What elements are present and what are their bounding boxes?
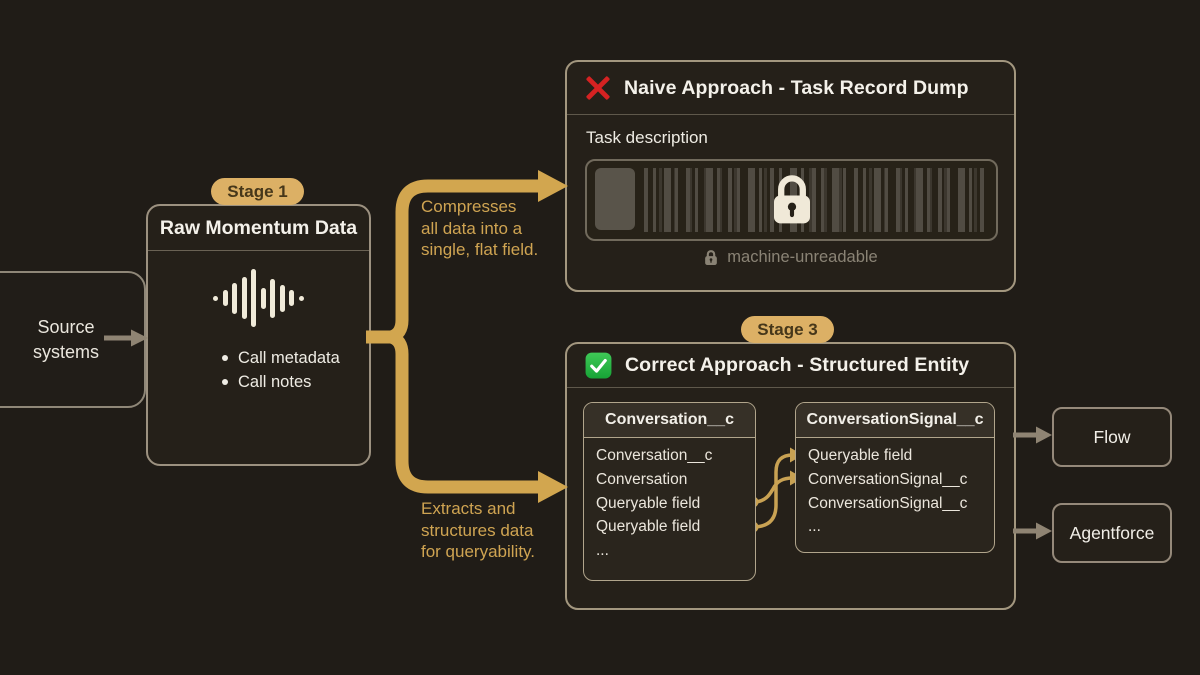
source-systems-label: Source systems bbox=[32, 316, 99, 362]
bullet-dot-icon bbox=[222, 379, 228, 385]
table-row: Conversation bbox=[596, 470, 688, 488]
conversation-signal-table-rows: Queryable field ConversationSignal__c Co… bbox=[796, 438, 994, 545]
green-check-icon bbox=[585, 352, 612, 379]
field-mapping-connectors bbox=[752, 453, 794, 529]
raw-momentum-box: Raw Momentum Data Call metadata Call not… bbox=[146, 204, 371, 466]
conversation-table-rows: Conversation__c Conversation Queryable f… bbox=[584, 438, 755, 569]
conversation-entity-table: Conversation__c Conversation__c Conversa… bbox=[583, 402, 756, 581]
table-row: Conversation__c bbox=[596, 447, 713, 464]
table-row: Queryable field bbox=[596, 518, 701, 536]
correct-approach-header: Correct Approach - Structured Entity bbox=[567, 344, 1014, 388]
table-row: ... bbox=[596, 542, 609, 560]
table-row: ConversationSignal__c bbox=[808, 494, 968, 512]
conversation-table-header: Conversation__c bbox=[584, 403, 755, 438]
flow-box: Flow bbox=[1052, 407, 1172, 467]
raw-momentum-title: Raw Momentum Data bbox=[148, 206, 369, 251]
table-row: Queryable field bbox=[596, 494, 701, 512]
naive-approach-title: Naive Approach - Task Record Dump bbox=[624, 76, 969, 99]
table-row: ... bbox=[808, 518, 821, 536]
gold-branch-arrowheads-icon bbox=[538, 170, 568, 503]
stage3-badge: Stage 3 bbox=[741, 316, 834, 343]
raw-data-bullet-list: Call metadata Call notes bbox=[222, 346, 340, 394]
machine-unreadable-caption: machine-unreadable bbox=[567, 248, 1014, 267]
source-to-stage1-arrow-icon bbox=[104, 329, 148, 347]
correct-approach-title: Correct Approach - Structured Entity bbox=[625, 354, 970, 376]
table-row: Queryable field bbox=[808, 447, 913, 464]
flow-label: Flow bbox=[1093, 426, 1131, 447]
naive-approach-box: Naive Approach - Task Record Dump Task d… bbox=[565, 60, 1016, 292]
table-row: ConversationSignal__c bbox=[808, 470, 968, 488]
branch-top-label: Compresses all data into a single, flat … bbox=[421, 197, 539, 259]
stage3-to-flow-arrow-icon bbox=[1013, 426, 1052, 444]
gold-branch-connector bbox=[366, 179, 541, 494]
stage1-badge: Stage 1 bbox=[211, 178, 304, 205]
naive-approach-header: Naive Approach - Task Record Dump bbox=[567, 62, 1014, 115]
stage3-to-agentforce-arrow-icon bbox=[1013, 522, 1052, 540]
branch-bottom-label: Extracts and structures data for queryab… bbox=[421, 499, 536, 561]
task-description-field bbox=[585, 159, 998, 241]
conversation-signal-entity-table: ConversationSignal__c Queryable field Co… bbox=[795, 402, 995, 553]
audio-waveform-icon bbox=[148, 266, 369, 330]
task-description-label: Task description bbox=[586, 128, 708, 147]
agentforce-label: Agentforce bbox=[1069, 522, 1155, 543]
barcode-block bbox=[595, 168, 635, 230]
red-x-icon bbox=[586, 76, 610, 100]
barcode-stripes bbox=[644, 168, 987, 232]
conversation-signal-table-header: ConversationSignal__c bbox=[796, 403, 994, 438]
agentforce-box: Agentforce bbox=[1052, 503, 1172, 563]
bullet-dot-icon bbox=[222, 355, 228, 361]
bullet-call-metadata: Call metadata bbox=[222, 346, 340, 370]
bullet-call-notes: Call notes bbox=[222, 370, 340, 394]
lock-icon bbox=[773, 175, 810, 224]
lock-icon bbox=[705, 250, 718, 265]
